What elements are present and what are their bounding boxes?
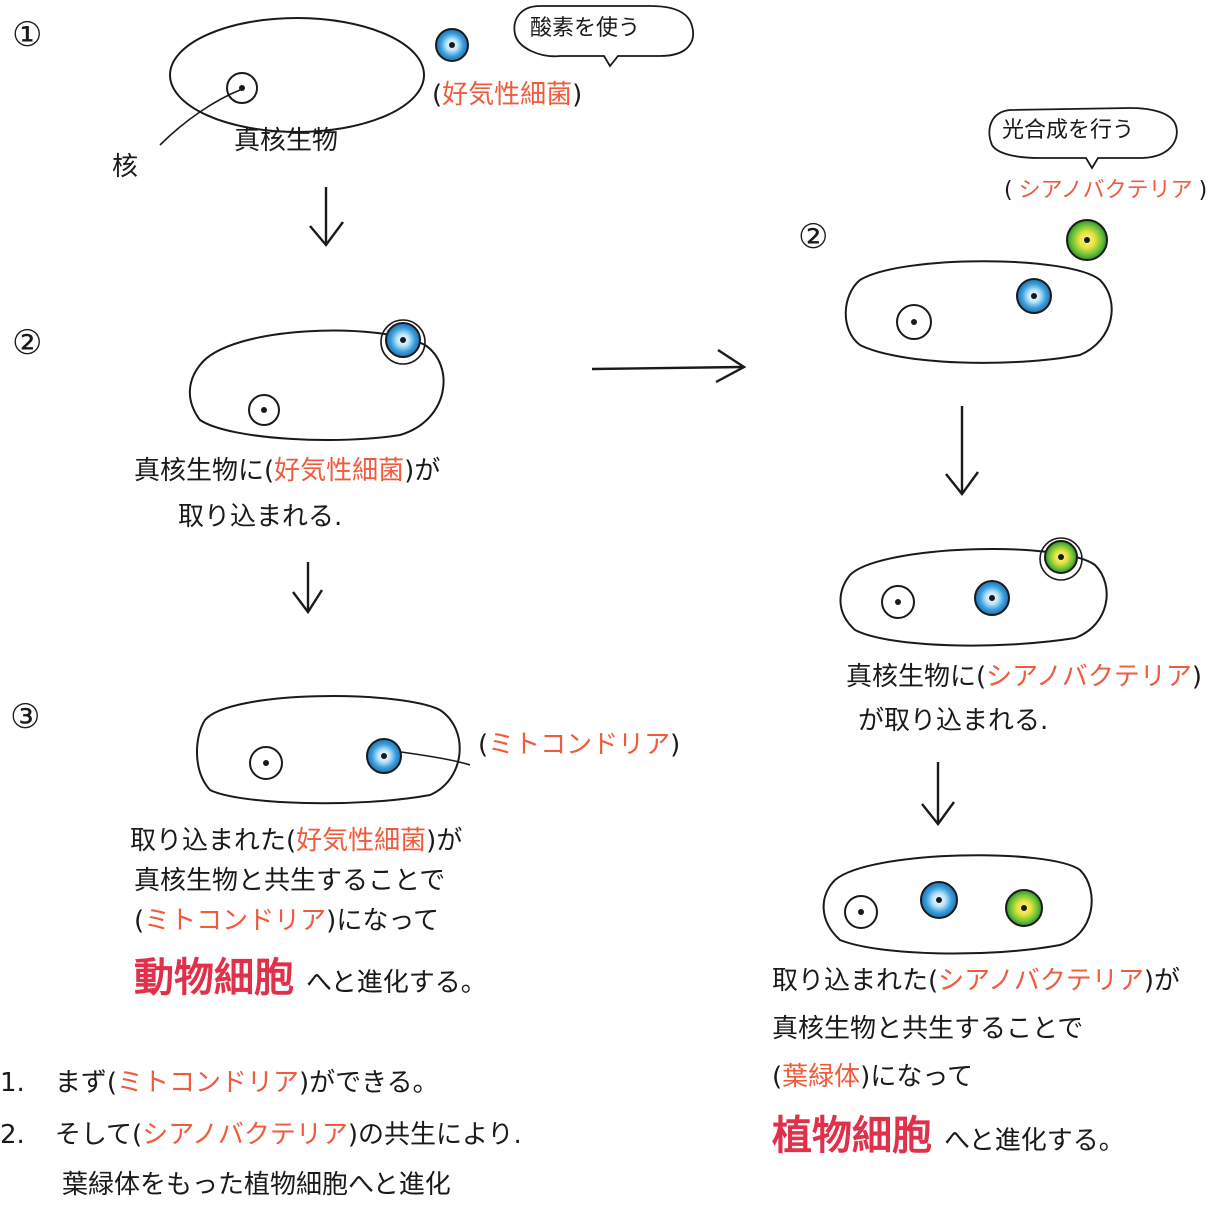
right1-mitochondrion xyxy=(1016,278,1052,314)
right-caption2-line3: (葉緑体)になって xyxy=(772,1064,973,1090)
caption-red-text: シアノバクテリア xyxy=(938,966,1144,996)
paren-right: ) xyxy=(1198,178,1208,203)
summary-text: )ができる。 xyxy=(298,1068,439,1098)
step1-nucleus xyxy=(226,72,258,104)
step3-nucleus xyxy=(249,746,283,780)
step3-number: ③ xyxy=(10,697,41,737)
caption-text: ( xyxy=(772,1062,783,1092)
step2-host-cell xyxy=(188,329,445,441)
right-caption2-line2: 真核生物と共生することで xyxy=(772,1014,1084,1044)
paren-left: ( xyxy=(1004,178,1013,203)
right2-nucleus xyxy=(881,585,915,619)
right2-mitochondrion xyxy=(974,580,1010,616)
summary-line3: 葉緑体をもった植物細胞へと進化 xyxy=(62,1170,451,1200)
caption-text: 真核生物に( xyxy=(846,662,987,692)
caption-text: へと進化する。 xyxy=(944,1126,1125,1156)
caption-text: )が xyxy=(1143,966,1180,996)
summary-number: 2. xyxy=(0,1120,25,1150)
summary-text: )の共生により. xyxy=(347,1120,522,1150)
speech-bubble-oxygen xyxy=(513,5,694,68)
step2-engulfed-bacterium xyxy=(380,319,426,365)
step2-caption-line1: 真核生物に(好気性細菌)が xyxy=(134,458,440,484)
step3-caption-line4: 動物細胞へと進化する。 xyxy=(134,958,487,998)
right-caption2-line4: 植物細胞へと進化する。 xyxy=(772,1116,1125,1156)
step2-number: ② xyxy=(12,323,43,363)
right-host-cell-2 xyxy=(839,548,1108,647)
right-host-cell-3 xyxy=(822,854,1093,955)
summary-line2: 2. そして(シアノバクテリア)の共生により. xyxy=(0,1122,522,1148)
caption-red-text: ミトコンドリア xyxy=(144,906,327,936)
cyanobacteria-text: シアノバクテリア xyxy=(1018,178,1193,203)
caption-text: )が xyxy=(426,826,463,856)
right-cyanobacterium xyxy=(1066,219,1108,261)
caption-text: 取り込まれた( xyxy=(772,966,939,996)
step1-host-cell xyxy=(169,17,425,133)
summary-red-text: シアノバクテリア xyxy=(142,1120,348,1150)
summary-text: そして( xyxy=(54,1120,143,1150)
right3-chloroplast xyxy=(1005,889,1043,927)
right-step2-number: ② xyxy=(798,217,829,257)
arrow-right xyxy=(591,348,747,384)
step1-aerobic-bacterium xyxy=(435,28,469,62)
paren-right: ) xyxy=(670,730,681,760)
arrow-down-right-2 xyxy=(921,762,955,826)
paren-left: ( xyxy=(432,80,443,110)
caption-red-text: 葉緑体 xyxy=(782,1062,861,1092)
right2-engulfed-cyanobacterium xyxy=(1039,537,1083,581)
caption-text: )が xyxy=(404,456,441,486)
step3-mitochondrion xyxy=(366,738,402,774)
caption-red-text: 好気性細菌 xyxy=(274,456,405,486)
caption-text: ) xyxy=(1191,662,1202,692)
speech-bubble-photosynthesis xyxy=(988,107,1178,170)
step3-caption-line2: 真核生物と共生することで xyxy=(134,866,446,896)
right-caption2-line1: 取り込まれた(シアノバクテリア)が xyxy=(772,968,1180,994)
right3-nucleus xyxy=(844,895,878,929)
arrow-down-1 xyxy=(309,187,344,247)
right-caption1-line1: 真核生物に(シアノバクテリア) xyxy=(846,664,1202,690)
caption-text: )になって xyxy=(326,906,440,936)
caption-text: )になって xyxy=(860,1062,974,1092)
step2-caption-line2: 取り込まれる. xyxy=(178,502,343,532)
caption-red-text: シアノバクテリア xyxy=(986,662,1192,692)
nucleus-label: 核 xyxy=(112,152,139,182)
cyanobacteria-label: (シアノバクテリア) xyxy=(1004,180,1207,202)
summary-text: まず( xyxy=(54,1068,117,1098)
mitochondria-label: (ミトコンドリア) xyxy=(478,732,680,758)
aerobic-bacteria-label: (好気性細菌) xyxy=(432,82,582,108)
summary-line1: 1. まず(ミトコンドリア)ができる。 xyxy=(0,1070,439,1096)
right-caption1-line2: が取り込まれる. xyxy=(858,706,1049,736)
speech-photosynthesis-text: 光合成を行う xyxy=(1002,118,1135,143)
caption-text: 真核生物に( xyxy=(134,456,275,486)
arrow-down-2 xyxy=(292,562,324,615)
arrow-down-right-1 xyxy=(945,406,979,496)
step3-caption-line3: (ミトコンドリア)になって xyxy=(134,908,439,934)
mitochondria-text: ミトコンドリア xyxy=(488,730,671,760)
paren-right: ) xyxy=(572,80,583,110)
step1-number: ① xyxy=(12,15,43,55)
paren-left: ( xyxy=(478,730,489,760)
aerobic-bacteria-text: 好気性細菌 xyxy=(442,80,573,110)
mitochondria-leader-line xyxy=(400,751,471,766)
summary-red-text: ミトコンドリア xyxy=(116,1068,299,1098)
right-host-cell-1 xyxy=(844,260,1113,364)
caption-text: へと進化する。 xyxy=(306,968,487,998)
caption-text: ( xyxy=(134,906,145,936)
eukaryote-label: 真核生物 xyxy=(234,126,339,156)
speech-oxygen-text: 酸素を使う xyxy=(530,16,641,41)
caption-text: 取り込まれた( xyxy=(130,826,297,856)
step3-host-cell xyxy=(196,695,461,805)
nucleus-leader-line xyxy=(159,89,241,146)
step3-caption-line1: 取り込まれた(好気性細菌)が xyxy=(130,828,462,854)
step2-nucleus xyxy=(248,394,280,426)
summary-number: 1. xyxy=(0,1068,25,1098)
right3-mitochondrion xyxy=(920,881,958,919)
animal-cell-text: 動物細胞 xyxy=(134,955,294,1001)
caption-red-text: 好気性細菌 xyxy=(296,826,427,856)
right1-nucleus xyxy=(896,304,932,340)
plant-cell-text: 植物細胞 xyxy=(772,1113,932,1159)
